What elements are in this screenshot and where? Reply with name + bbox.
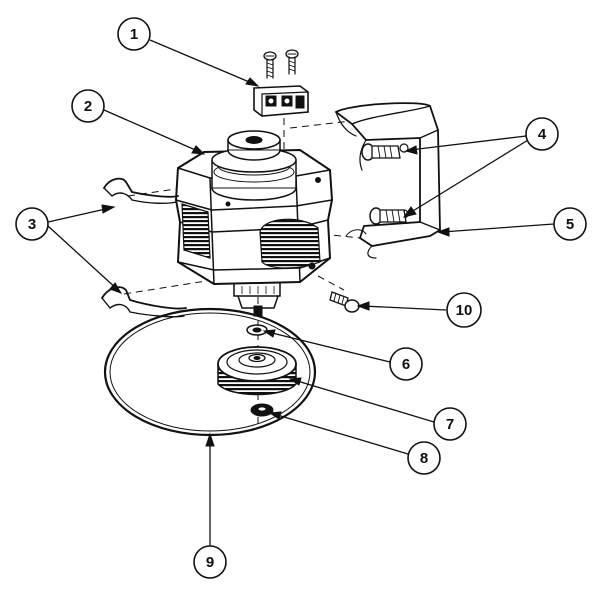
callout-1-label: 1 [130,26,138,43]
callout-4-label: 4 [538,126,547,143]
callout-10-label: 10 [456,302,473,319]
bracket-screws [361,143,407,225]
callout-7-label: 7 [446,416,454,433]
callout-1: 1 [117,17,151,51]
callout-3-label: 3 [28,216,36,233]
callout-8: 8 [407,441,441,475]
callout-10: 10 [446,292,482,328]
screw [329,291,360,313]
callout-6-label: 6 [402,356,410,373]
callout-9-label: 9 [206,554,214,571]
pulley [217,346,297,396]
washer [246,324,268,336]
callout-2: 2 [71,89,105,123]
motor [174,130,334,317]
callout-3: 3 [15,207,49,241]
motor-bracket [334,102,441,259]
callout-5-label: 5 [566,216,574,233]
mounting-clips [101,177,187,318]
callout-8-label: 8 [420,450,428,467]
callout-5: 5 [553,207,587,241]
nut [250,403,274,417]
callout-9: 9 [193,545,227,579]
callout-4: 4 [525,117,559,151]
terminal-block [253,49,309,117]
leader-lines [47,39,555,546]
callout-7: 7 [433,407,467,441]
callout-2-label: 2 [84,98,92,115]
callout-6: 6 [389,347,423,381]
